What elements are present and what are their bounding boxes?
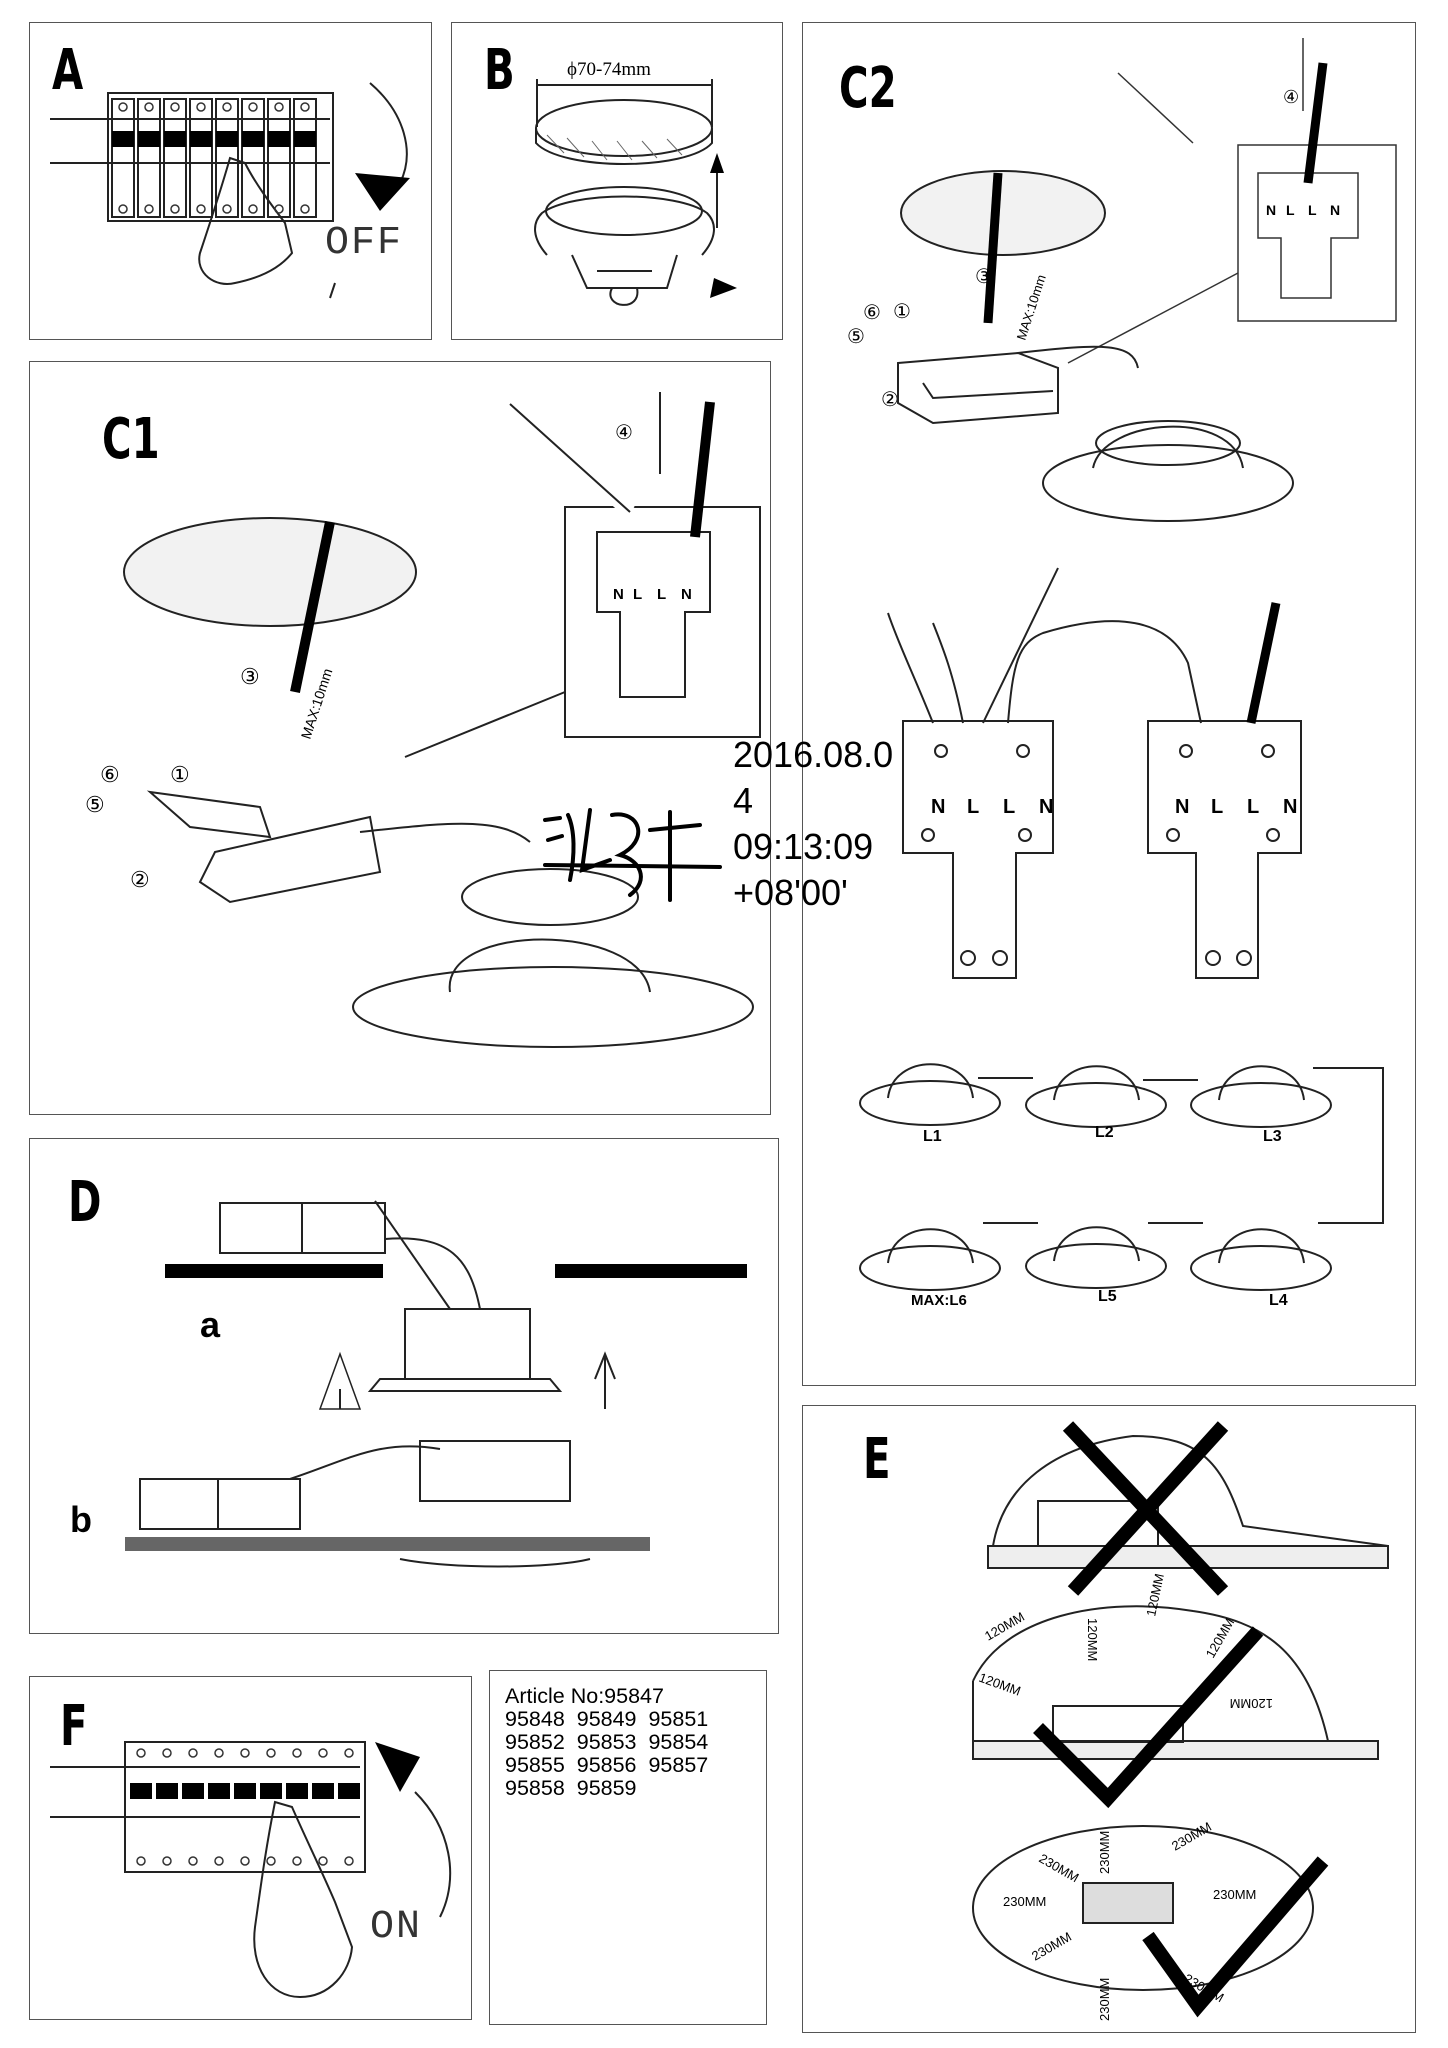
article-numbers: Article No:95847 95848 95849 95851 95852… (505, 1685, 708, 1800)
c2-block2-n2: N (1283, 796, 1297, 818)
c1-terminal-n1: N (613, 586, 624, 603)
panel-c2-label: C2 (839, 56, 897, 121)
c2-step-6: ⑥ (863, 302, 881, 324)
c2-block1-l1: L (967, 796, 979, 818)
panel-c1: C1 N L L N ④ ③ ⑥ ① ⑤ ② MAX:10mm (29, 361, 771, 1115)
clearance-bottom-4: 230MM (1003, 1894, 1046, 1909)
chain-l3: L3 (1263, 1128, 1282, 1145)
stamp-date: 2016.08.0 (733, 734, 894, 775)
c2-step-3: ③ (975, 266, 993, 288)
d-sub-a: a (200, 1304, 221, 1345)
off-label: OFF (325, 221, 404, 266)
c2-block1-n1: N (931, 796, 945, 818)
panel-b-label: B (484, 38, 515, 103)
c2-step-1: ① (893, 301, 911, 323)
c2-block2-l1: L (1211, 796, 1223, 818)
panel-a: A (29, 22, 432, 340)
c2-step-2: ② (881, 389, 899, 411)
clearance-top-1: 120MM (982, 1609, 1027, 1644)
article-panel (489, 1670, 767, 2025)
chain-l4: L4 (1269, 1292, 1288, 1309)
c2-step-5: ⑤ (847, 326, 865, 348)
clearance-bottom-5: 230MM (1213, 1887, 1256, 1902)
c2-block2-l2: L (1247, 796, 1259, 818)
diameter-dimension: ϕ70-74mm (567, 59, 651, 80)
clearance-top-2: 120MM (1085, 1618, 1100, 1661)
c1-cut-length: MAX:10mm (298, 666, 336, 740)
panel-e: E 120MM 120MM 120MM 120MM 120MM 120MM 2 (802, 1405, 1416, 2033)
c2-block1-n2: N (1039, 796, 1053, 818)
c1-terminal-n2: N (681, 586, 692, 603)
clearance-bottom-1: 230MM (1037, 1851, 1082, 1886)
clearance-bottom-6: 230MM (1029, 1929, 1074, 1964)
article-line-4: 95855 95856 95857 (505, 1753, 709, 1777)
c2-wiring-illustration: N L L N ④ ③ ① ⑥ ⑤ ② MAX:10mm (847, 38, 1397, 1309)
panel-f: F ON (29, 1676, 472, 2020)
clearance-bottom-3: 230MM (1169, 1819, 1214, 1854)
breaker-off-illustration (50, 82, 410, 299)
panel-a-label: A (52, 38, 84, 103)
c2-terminal-n2: N (1330, 202, 1340, 218)
on-label: ON (370, 1905, 423, 1950)
chain-l1: L1 (923, 1128, 942, 1145)
panel-c1-label: C1 (102, 407, 160, 472)
article-line-5: 95858 95859 (505, 1776, 637, 1800)
clearance-bottom-7: 230MM (1097, 1978, 1112, 2021)
c1-terminal-l2: L (657, 586, 666, 603)
c2-cut-length: MAX:10mm (1014, 273, 1049, 342)
panel-d-label: D (68, 1170, 102, 1235)
article-line-2: 95848 95849 95851 (505, 1707, 709, 1731)
c2-terminal-l2: L (1308, 202, 1317, 218)
c1-step-1: ① (170, 762, 190, 787)
stamp-date-cont: 4 (733, 780, 754, 821)
c2-block1-l2: L (1003, 796, 1015, 818)
clearance-bottom-2: 230MM (1097, 1831, 1112, 1874)
signature-timestamp: 2016.08.0 4 09:13:09 +08'00' (733, 732, 893, 916)
breaker-on-illustration (50, 1741, 452, 1999)
clearance-top-5: 120MM (1230, 1696, 1273, 1711)
panel-b: B ϕ70-74mm (451, 22, 783, 340)
cutout-illustration (534, 79, 737, 306)
c2-step-4: ④ (1283, 87, 1299, 107)
c1-step-3: ③ (240, 664, 260, 689)
d-sub-b: b (70, 1499, 92, 1540)
e-clearance-illustration: 120MM 120MM 120MM 120MM 120MM 120MM 230M… (972, 1421, 1389, 2021)
c2-terminal-l1: L (1286, 202, 1295, 218)
panel-c2: C2 N L L N ④ ③ ① ⑥ ⑤ ② MAX:10mm (802, 22, 1416, 1386)
c1-step-6: ⑥ (100, 762, 120, 787)
clearance-top-3: 120MM (1143, 1572, 1167, 1618)
d-mounting-illustration (125, 1200, 747, 1568)
article-line-3: 95852 95853 95854 (505, 1730, 709, 1754)
chain-l6: MAX:L6 (911, 1292, 967, 1309)
panel-e-label: E (863, 1427, 891, 1492)
c1-step-5: ⑤ (85, 792, 105, 817)
c1-wiring-illustration: N L L N ④ ③ ⑥ ① ⑤ ② MAX:10mm (85, 392, 761, 1048)
c2-terminal-blocks (887, 567, 1302, 979)
stamp-time: 09:13:09 (733, 826, 874, 867)
chain-l2: L2 (1095, 1124, 1114, 1141)
c2-ceiling-cutout (900, 170, 1106, 324)
c2-terminal-n1: N (1266, 202, 1276, 218)
c1-step-4: ④ (615, 422, 633, 444)
stamp-timezone: +08'00' (733, 872, 848, 913)
panel-d: D a b (29, 1138, 779, 1634)
c1-terminal-l1: L (633, 586, 642, 603)
clearance-top-6: 120MM (977, 1670, 1023, 1699)
panel-f-label: F (60, 1694, 88, 1759)
chain-l5: L5 (1098, 1288, 1117, 1305)
c1-step-2: ② (130, 867, 150, 892)
light-chain (859, 1063, 1384, 1291)
c2-block2-n1: N (1175, 796, 1189, 818)
article-line-1: Article No:95847 (505, 1684, 664, 1708)
